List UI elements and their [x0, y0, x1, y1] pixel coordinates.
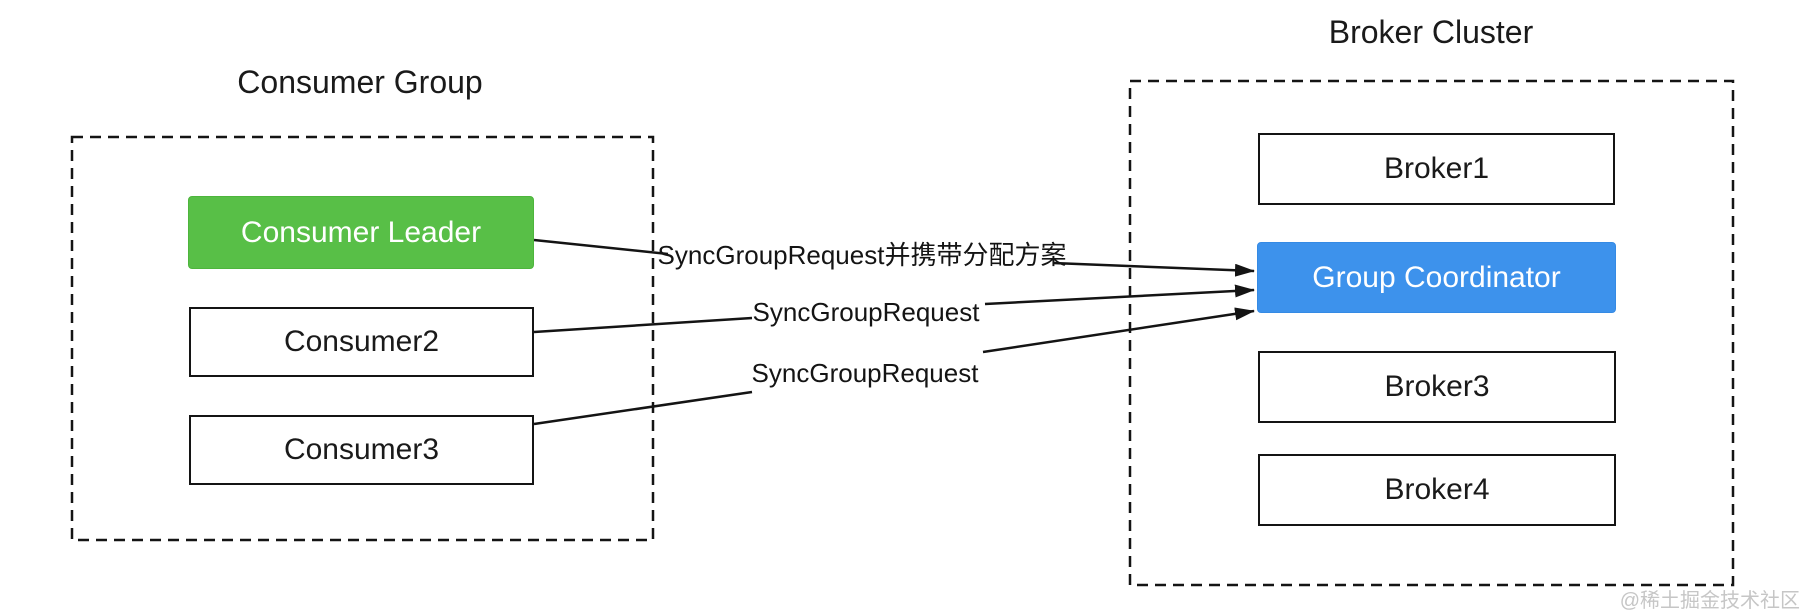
edge-line: [982, 307, 1255, 354]
edge-label-sync-group-request-2: SyncGroupRequest: [752, 297, 980, 327]
node-broker3: Broker3: [1258, 351, 1616, 423]
node-group-coordinator-label: Group Coordinator: [1312, 260, 1561, 294]
node-broker3-label: Broker3: [1384, 370, 1490, 403]
edge-line: [533, 316, 753, 334]
node-consumer3-label: Consumer3: [283, 433, 440, 466]
node-consumer-leader: Consumer Leader: [188, 196, 534, 269]
watermark: @稀土掘金技术社区: [1619, 590, 1800, 612]
node-broker1-label: Broker1: [1383, 152, 1490, 185]
node-broker4-label: Broker4: [1384, 473, 1490, 506]
edge-line: [1052, 261, 1255, 277]
node-consumer3: Consumer3: [189, 415, 534, 485]
edge-line: [533, 390, 753, 426]
edge-line: [984, 284, 1255, 306]
node-consumer2: Consumer2: [189, 307, 534, 377]
node-consumer2-label: Consumer2: [283, 325, 440, 358]
edge-label-sync-group-request-3: SyncGroupRequest: [751, 358, 979, 388]
node-broker1: Broker1: [1258, 133, 1615, 205]
consumer-group-title: Consumer Group: [237, 64, 483, 100]
broker-cluster-border: [1128, 79, 1735, 587]
node-consumer-leader-label: Consumer Leader: [240, 215, 482, 249]
edge-line: [533, 238, 669, 256]
edge-label-sync-group-request-with-assignment: SyncGroupRequest并携带分配方案: [657, 240, 1067, 270]
node-broker4: Broker4: [1258, 454, 1616, 526]
broker-cluster-title: Broker Cluster: [1328, 14, 1534, 50]
consumer-group-border: [70, 135, 655, 542]
node-group-coordinator: Group Coordinator: [1257, 242, 1616, 313]
